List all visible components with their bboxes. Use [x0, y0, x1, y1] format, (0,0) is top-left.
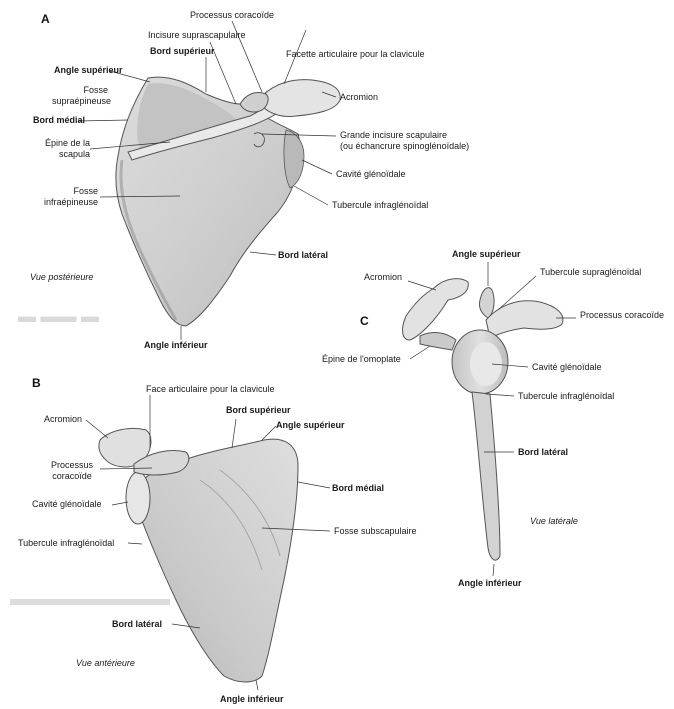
label-facette-articulaire-a: Facette articulaire pour la clavicule [286, 49, 425, 60]
label-angle-inferieur-c: Angle inférieur [458, 578, 522, 589]
label-angle-inferieur-b: Angle inférieur [220, 694, 284, 705]
view-caption-a: Vue postérieure [30, 272, 93, 283]
label-acromion-c: Acromion [364, 272, 402, 283]
label-cavite-glenoidale-a: Cavité glénoïdale [336, 169, 406, 180]
label-epine-c: Épine de l'omoplate [322, 354, 401, 365]
label-bord-medial-b: Bord médial [332, 483, 384, 494]
label-tubercule-supraglenoidal-c: Tubercule supraglénoïdal [540, 267, 641, 278]
label-acromion-a: Acromion [340, 92, 378, 103]
label-angle-inferieur-a: Angle inférieur [144, 340, 208, 351]
panel-letter-b: B [32, 376, 41, 390]
scapula-anterior-drawing [99, 428, 298, 682]
label-face-articulaire-b: Face articulaire pour la clavicule [146, 384, 275, 395]
label-angle-superieur-a: Angle supérieur [54, 65, 123, 76]
label-bord-superieur-b: Bord supérieur [226, 405, 291, 416]
label-angle-superieur-b: Angle supérieur [276, 420, 345, 431]
label-cavite-glenoidale-c: Cavité glénoïdale [532, 362, 602, 373]
label-grande-incisure-a: Grande incisure scapulaire(ou échancrure… [340, 130, 469, 152]
label-bord-lateral-a: Bord latéral [278, 250, 328, 261]
label-processus-coracoide-c: Processus coracoïde [580, 310, 664, 321]
view-caption-b: Vue antérieure [76, 658, 135, 669]
label-cavite-glenoidale-b: Cavité glénoïdale [32, 499, 102, 510]
label-processus-coracoide-a: Processus coracoïde [190, 10, 274, 21]
panel-letter-a: A [41, 12, 50, 26]
label-bord-superieur-a: Bord supérieur [150, 46, 215, 57]
label-bord-lateral-c: Bord latéral [518, 447, 568, 458]
label-angle-superieur-c: Angle supérieur [452, 249, 521, 260]
panel-letter-c: C [360, 314, 369, 328]
scapula-posterior-drawing [116, 77, 340, 326]
view-caption-c: Vue latérale [530, 516, 578, 527]
label-tubercule-infraglenoidal-b: Tubercule infraglénoïdal [18, 538, 114, 549]
label-bord-lateral-b: Bord latéral [112, 619, 162, 630]
label-tubercule-infraglenoidal-a: Tubercule infraglénoïdal [332, 200, 428, 211]
label-tubercule-infraglenoidal-c: Tubercule infraglénoïdal [518, 391, 614, 402]
label-fosse-subscapulaire-b: Fosse subscapulaire [334, 526, 417, 537]
label-acromion-b: Acromion [44, 414, 82, 425]
label-bord-medial-a: Bord médial [33, 115, 85, 126]
label-incisure-suprascapulaire-a: Incisure suprascapulaire [148, 30, 246, 41]
